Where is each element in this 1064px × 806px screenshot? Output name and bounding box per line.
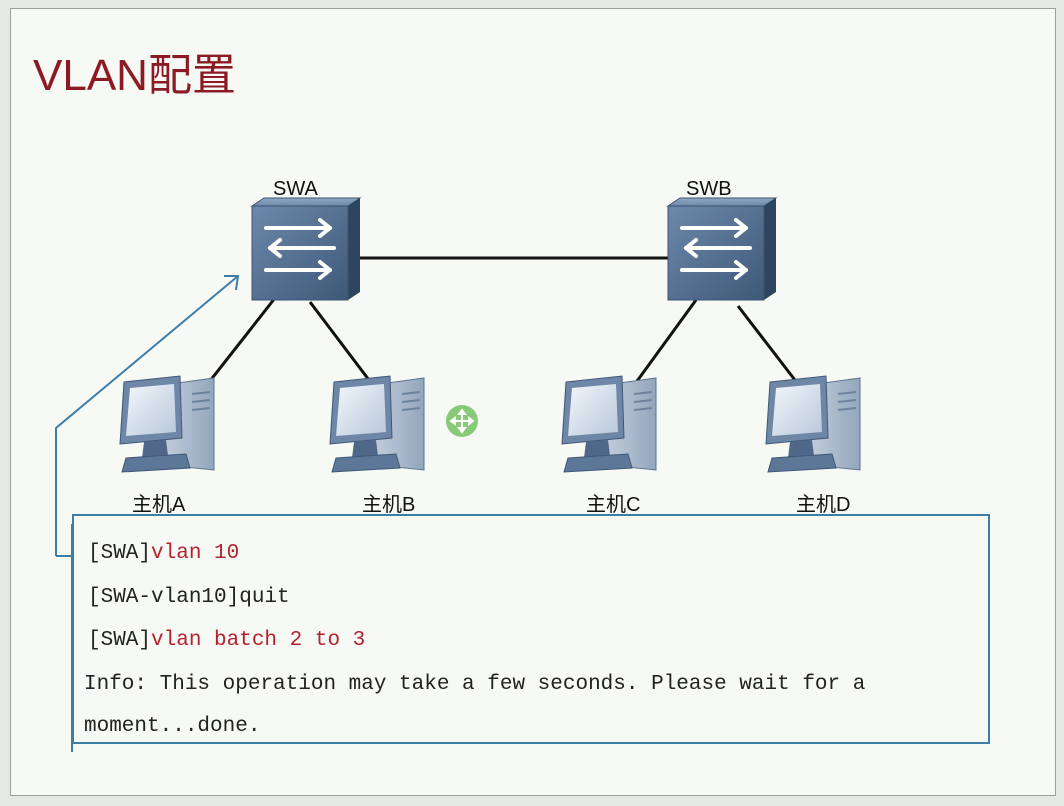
link-swb-hostc	[630, 299, 698, 389]
info-line-1: Info: This operation may take a few seco…	[84, 673, 866, 696]
network-switch-icon	[250, 196, 362, 302]
desktop-computer-icon	[765, 375, 861, 473]
link-swb-hostd	[736, 305, 800, 385]
switch-b-label: SWB	[686, 178, 732, 200]
command-box: [SWA]vlan 10 [SWA-vlan10]quit [SWA]vlan …	[72, 514, 990, 744]
command-line-2: [SWA-vlan10]quit	[88, 586, 290, 609]
command-line-1: [SWA]vlan 10	[88, 542, 239, 565]
host-a-label: 主机A	[132, 494, 186, 516]
slide-title: VLAN配置	[33, 51, 236, 100]
callout-arrowhead	[224, 275, 240, 291]
info-line-2: moment...done.	[84, 715, 261, 738]
command: vlan batch 2 to 3	[151, 629, 366, 652]
command-line-3: [SWA]vlan batch 2 to 3	[88, 629, 365, 652]
prompt: [SWA]	[88, 629, 152, 652]
desktop-computer-icon	[119, 375, 215, 473]
move-cursor-icon[interactable]	[446, 405, 478, 437]
desktop-computer-icon	[561, 375, 657, 473]
callout-connector	[55, 275, 239, 556]
link-swa-hosta	[204, 297, 277, 387]
host-d-label: 主机D	[796, 494, 851, 516]
switch-a-label: SWA	[273, 178, 318, 200]
prompt: [SWA]	[88, 542, 152, 565]
desktop-computer-icon	[329, 375, 425, 473]
host-b-label: 主机B	[362, 494, 416, 516]
command: vlan 10	[151, 542, 240, 565]
link-swa-hostb	[308, 301, 374, 385]
host-c-label: 主机C	[586, 494, 641, 516]
network-switch-icon	[666, 196, 778, 302]
